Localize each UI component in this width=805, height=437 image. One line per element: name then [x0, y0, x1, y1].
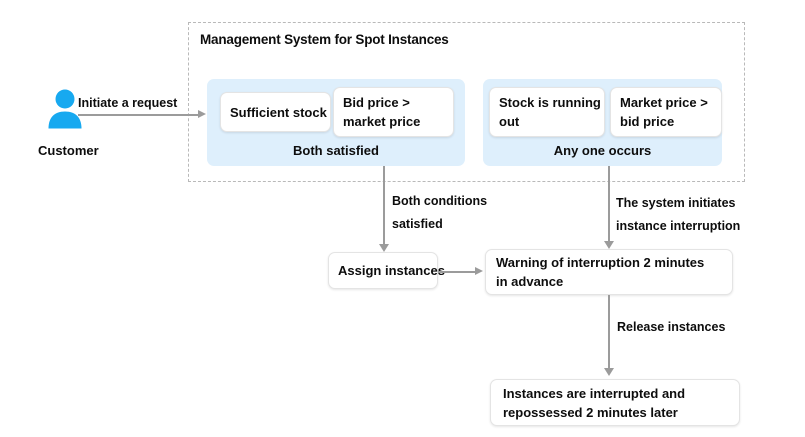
node-assign-instances: Assign instances: [328, 252, 445, 289]
edge-label-release-instances: Release instances: [617, 320, 726, 334]
arrow-head-warning-to-final: [604, 368, 614, 376]
edge-label-both-conditions: Both conditions satisfied: [392, 194, 488, 231]
edge-label-initiate-request: Initiate a request: [78, 96, 178, 110]
node-warning-interruption: Warning of interruption 2 minutes in adv…: [485, 249, 733, 295]
arrow-head-any-one-occurs-to-warning: [604, 241, 614, 249]
arrow-assign-to-warning: [438, 271, 477, 273]
management-system-title: Management System for Spot Instances: [200, 32, 449, 47]
node-instances-interrupted: Instances are interrupted and repossesse…: [490, 379, 740, 426]
arrow-warning-to-final: [608, 295, 610, 370]
arrow-head-both-satisfied-to-assign: [379, 244, 389, 252]
edge-label-system-initiates: The system initiates instance interrupti…: [616, 196, 741, 233]
condition-bid-price-gt-market: Bid price > market price: [333, 87, 454, 137]
management-system-container: [188, 22, 745, 182]
panel-caption-both-satisfied: Both satisfied: [293, 143, 379, 158]
arrow-head-customer-to-system: [198, 110, 206, 118]
arrow-any-one-occurs-to-warning: [608, 166, 610, 243]
condition-sufficient-stock: Sufficient stock: [220, 92, 331, 132]
arrow-customer-to-system: [78, 114, 200, 116]
user-icon: [48, 89, 82, 129]
panel-caption-any-one-occurs: Any one occurs: [553, 143, 652, 158]
arrow-head-assign-to-warning: [475, 267, 483, 275]
arrow-both-satisfied-to-assign: [383, 166, 385, 246]
customer-label: Customer: [38, 143, 99, 158]
condition-stock-running-out: Stock is running out: [489, 87, 605, 137]
condition-market-price-gt-bid: Market price > bid price: [610, 87, 722, 137]
